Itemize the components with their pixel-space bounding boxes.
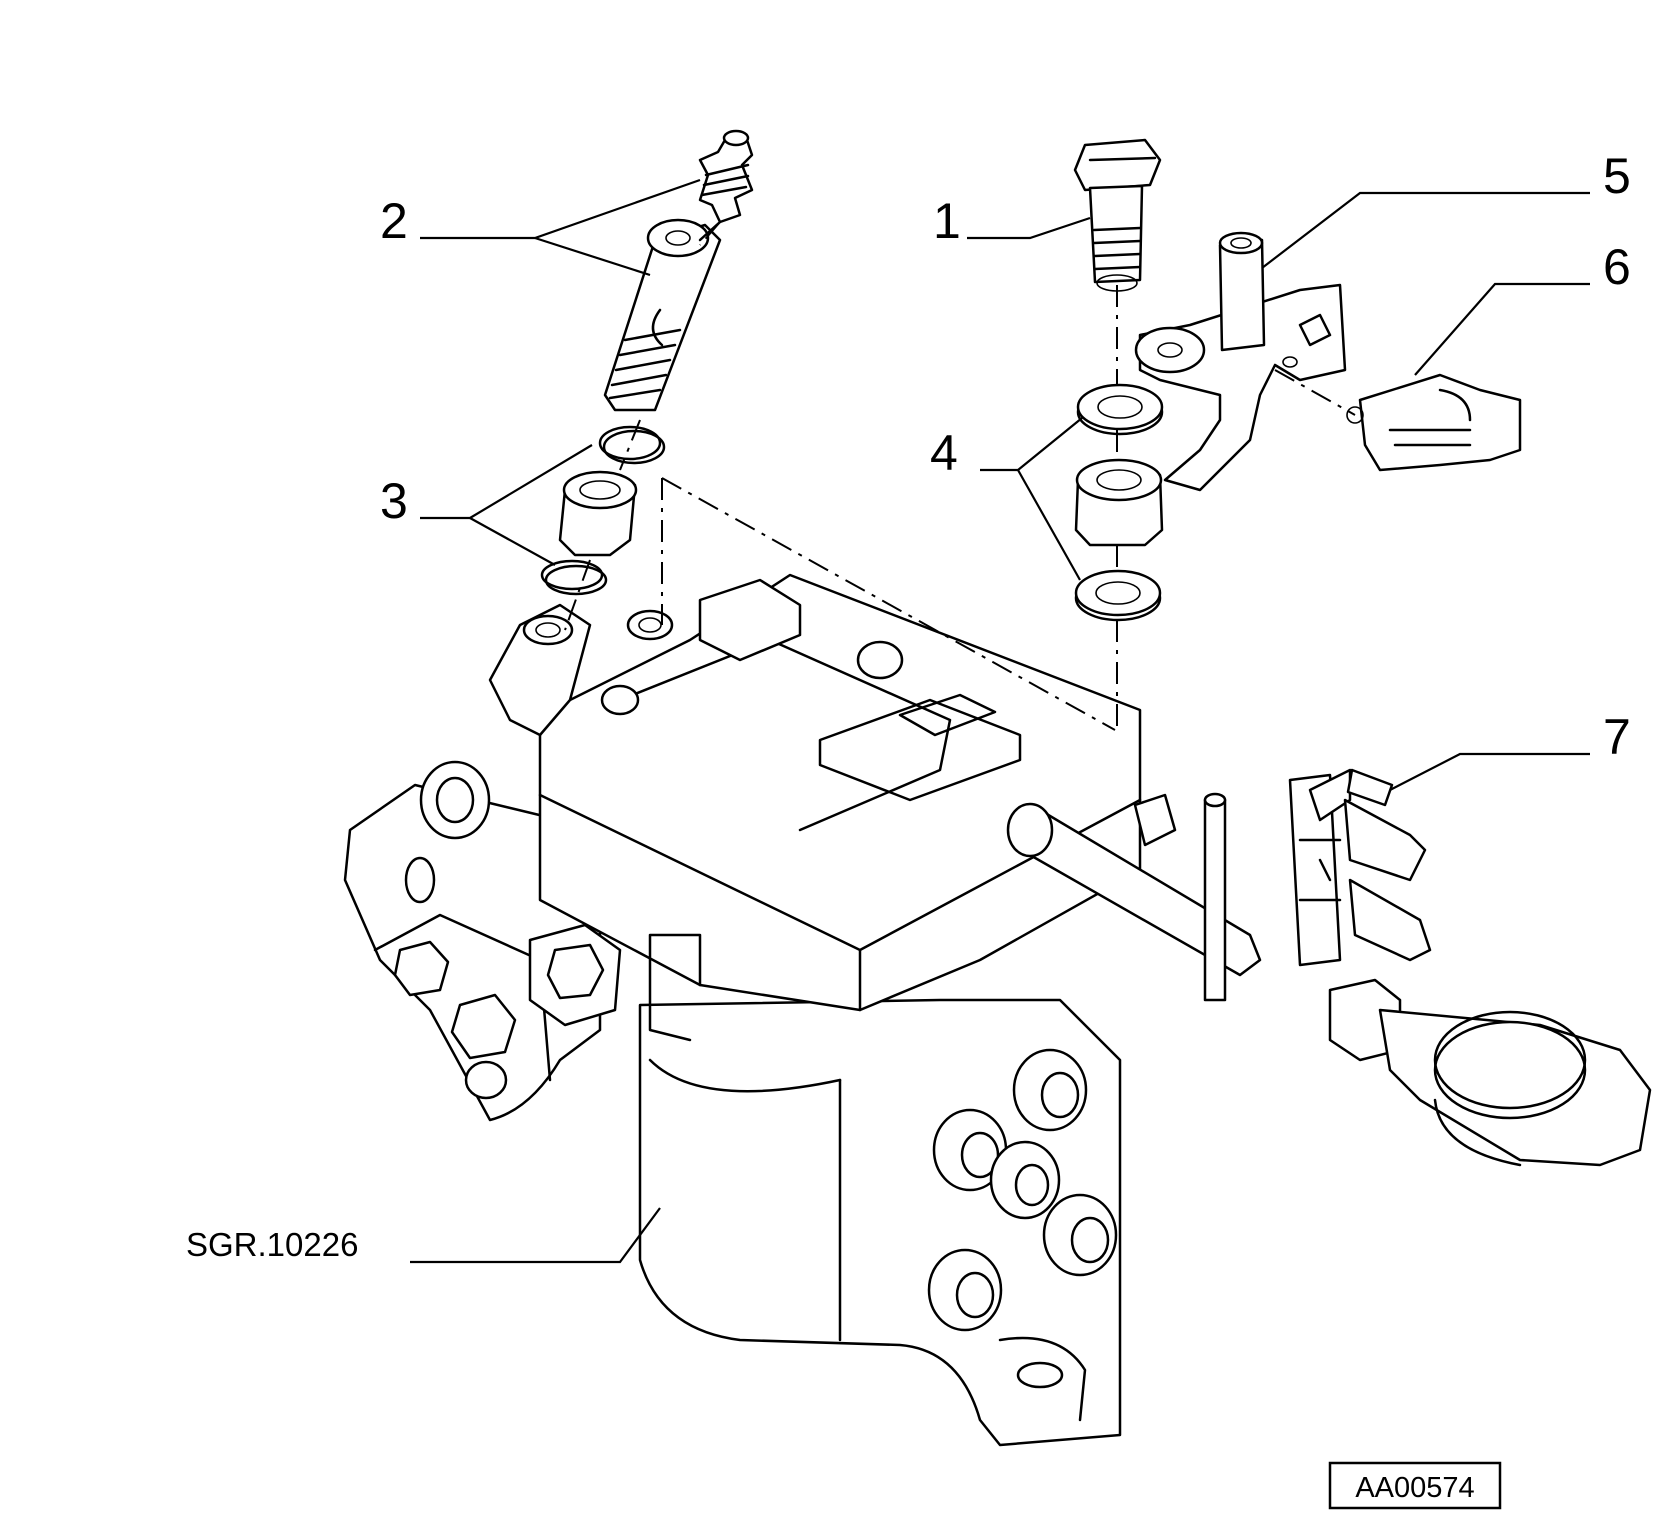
delivery-valve-holder bbox=[603, 129, 754, 412]
callout-5-label: 5 bbox=[1603, 148, 1631, 204]
pin bbox=[1218, 231, 1266, 352]
drawing-code-label: AA00574 bbox=[1355, 1472, 1474, 1504]
callout-2-label: 2 bbox=[380, 193, 408, 249]
electrical-plug bbox=[1328, 978, 1652, 1167]
banjo-bolt bbox=[1073, 138, 1162, 292]
callout-4-label: 4 bbox=[930, 425, 958, 481]
control-lever bbox=[1134, 283, 1347, 492]
callout-leaders bbox=[410, 178, 1590, 1264]
callout-6-label: 6 bbox=[1603, 239, 1631, 295]
spacer-and-seals bbox=[540, 425, 666, 596]
assembly-guide-lines bbox=[564, 221, 1356, 731]
callout-1-label: 1 bbox=[933, 193, 961, 249]
injection-pump-body bbox=[343, 573, 1262, 1447]
connector-clip bbox=[1288, 768, 1432, 967]
callout-3-label: 3 bbox=[380, 473, 408, 529]
washers-and-sleeve bbox=[1074, 383, 1164, 622]
assembly-reference-label: SGR.10226 bbox=[186, 1226, 358, 1263]
spring-clip bbox=[1346, 373, 1522, 472]
callout-7-label: 7 bbox=[1603, 709, 1631, 765]
drawing-code-box: AA00574 bbox=[1328, 1461, 1502, 1510]
